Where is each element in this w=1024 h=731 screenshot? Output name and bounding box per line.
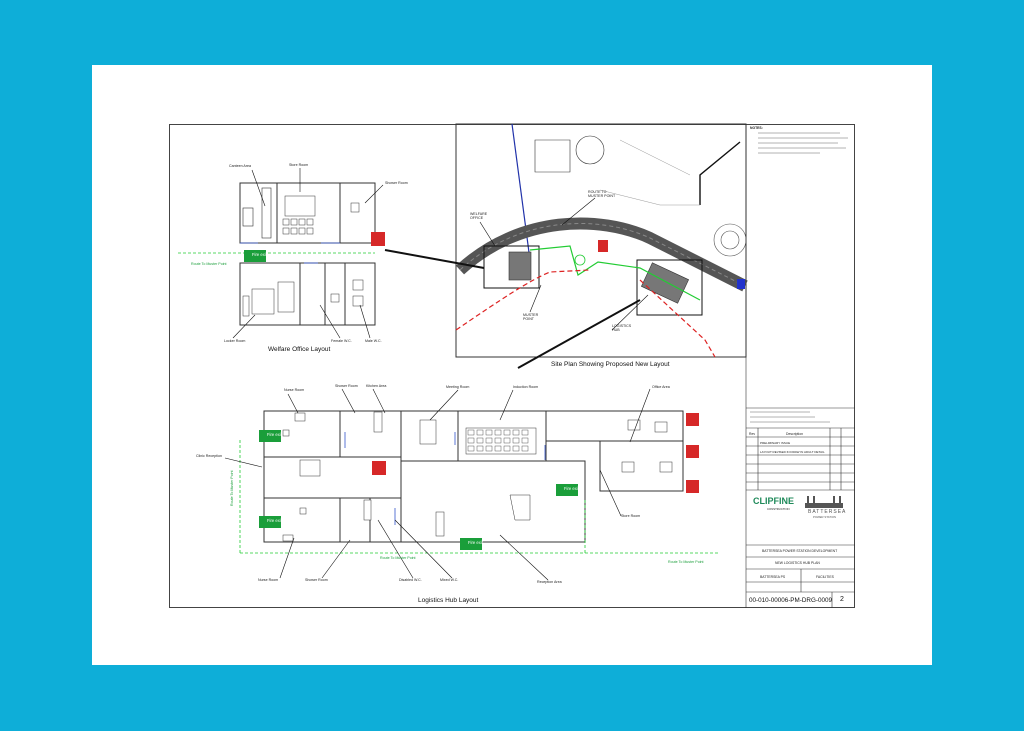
label-shower-room-bottom: Shower Room [305, 578, 328, 582]
induction-chairs [467, 429, 529, 452]
label-route-muster-bottom: Route To Muster Point [380, 556, 416, 560]
label-meeting-room: Meeting Room [446, 385, 470, 389]
label-route-muster-vertical: Route To Muster Point [230, 470, 234, 507]
label-canteen: Canteen Area [229, 164, 251, 168]
welfare-blue-lines [240, 242, 340, 264]
notes-heading: NOTES: [750, 126, 763, 130]
company-logo: CLIPFINE [753, 496, 795, 506]
fire-exit-sign-2: Fire exit [267, 432, 282, 437]
label-nurse-room-top: Nurse Room [284, 388, 305, 392]
label-route-muster-welfare: Route To Muster Point [191, 262, 227, 266]
label-store-room-logistics: Store Room [621, 514, 641, 518]
label-male-wc: Male W.C. [365, 339, 382, 343]
leader-lines [384, 249, 641, 369]
label-mixed-wc: Mixed W.C. [440, 578, 459, 582]
fire-exit-sign-4: Fire exit [564, 486, 579, 491]
label-route-muster-bottom-right: Route To Muster Point [668, 560, 704, 564]
fire-extinguisher-signs [371, 232, 699, 493]
label-female-wc: Female W.C. [331, 339, 352, 343]
callout-lines [224, 168, 651, 581]
title-site-plan: Site Plan Showing Proposed New Layout [551, 361, 670, 368]
drawing-frame [169, 124, 855, 608]
label-welfare-office-site: WELFARE OFFICE [470, 212, 488, 220]
label-office-area: Office Area [652, 385, 670, 389]
label-shower-room-top: Shower Room [335, 384, 358, 388]
client-logo: BATTERSEA [808, 509, 847, 515]
drawing-number: 00-010-00006-PM-DRG-0009 [749, 597, 832, 604]
company-sub: CONSTRUCTION [767, 507, 790, 511]
title-welfare-layout: Welfare Office Layout [268, 346, 331, 353]
client-sub: POWER STATION [813, 515, 837, 519]
rev2-description: LAYOUT REVISED IN DRAW IN ADULT DETAIL [760, 450, 825, 454]
label-route-muster-site: ROUTE TO MUSTER POINT [588, 190, 616, 198]
revision-number: 2 [840, 596, 844, 603]
location: BATTERSEA PS [760, 575, 786, 579]
project-name: BATTERSEA POWER STATION DEVELOPMENT [762, 549, 838, 553]
label-induction-room: Induction Room [513, 385, 539, 389]
label-logistics-hub-site: LOGISTICS HUB [612, 324, 632, 332]
label-reception-area: Reception Area [537, 580, 562, 584]
fire-exit-sign-5: Fire exit [468, 540, 483, 545]
label-nurse-room-bottom: Nurse Room [258, 578, 279, 582]
battersea-chimneys-icon [805, 496, 843, 508]
label-disabled-wc: Disabled W.C. [399, 578, 422, 582]
title-block [745, 124, 855, 608]
label-clinic-reception: Clinic Reception [196, 454, 222, 458]
site-plan [455, 123, 748, 358]
rev1-description: PRELIMINARY ISSUE [760, 441, 791, 445]
label-shower-room-welfare: Shower Room [385, 181, 408, 185]
label-store-room-welfare: Store Room [289, 163, 309, 167]
category: FACILITIES [816, 575, 834, 579]
logistics-blue-lines [344, 432, 546, 525]
label-kitchen-area: Kitchen Area [366, 384, 387, 388]
welfare-office-plan [239, 182, 376, 326]
title-logistics-layout: Logistics Hub Layout [418, 597, 479, 604]
label-muster-point: MUSTER POINT [523, 313, 539, 321]
logistics-route [239, 440, 720, 554]
desc-heading: Description [786, 432, 803, 436]
fire-exit-sign-1: Fire exit [252, 252, 267, 257]
notes-text-lines [750, 132, 848, 423]
rev-heading: Rev [749, 432, 756, 436]
welfare-furniture [242, 195, 364, 317]
drawing-title: NEW LOGISTICS HUB PLAN [775, 561, 820, 565]
fire-exit-sign-3: Fire exit [267, 518, 282, 523]
label-locker-room: Locker Room [224, 339, 246, 343]
fire-exit-signs [244, 250, 578, 550]
